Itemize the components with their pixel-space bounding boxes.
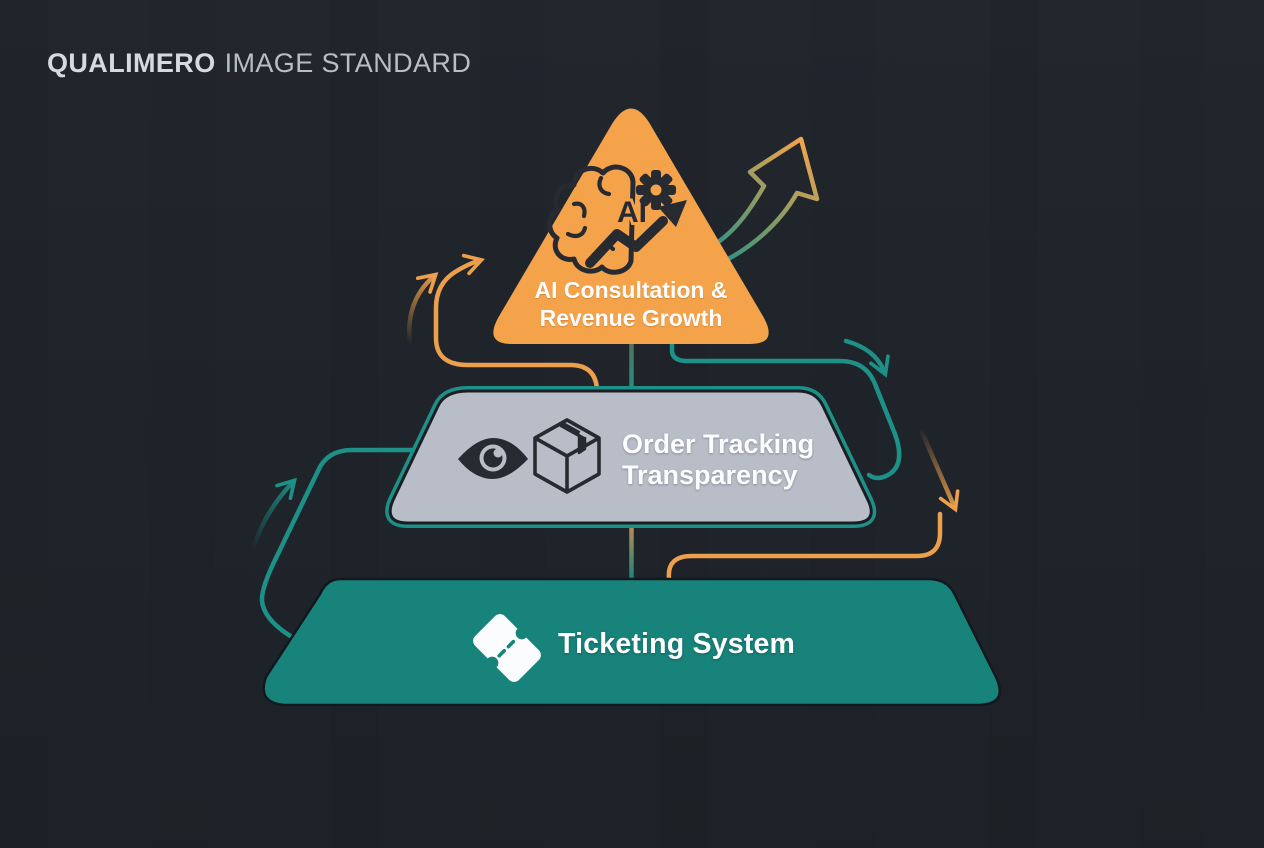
ticket-icon bbox=[473, 614, 541, 682]
bottom-tier-label-text: Ticketing System bbox=[558, 628, 796, 660]
right-orange-arrow bbox=[918, 427, 960, 513]
bottom-tier-label: Ticketing System bbox=[558, 628, 978, 660]
top-tier-label-line1: AI Consultation & bbox=[534, 277, 728, 303]
growth-arrow-icon bbox=[585, 200, 687, 268]
package-icon bbox=[533, 418, 601, 494]
brand-tagline: IMAGE STANDARD bbox=[224, 48, 472, 78]
middle-tier-label-line2: Transparency bbox=[622, 460, 798, 490]
middle-tier-label-line1: Order Tracking bbox=[622, 429, 815, 459]
middle-tier-label: Order Tracking Transparency bbox=[622, 429, 942, 491]
top-tier-label: AI Consultation & Revenue Growth bbox=[451, 276, 811, 332]
middle-tier-shape bbox=[388, 389, 873, 525]
top-tier: AI bbox=[493, 108, 769, 344]
ai-icon-text: AI bbox=[617, 196, 647, 229]
left-orange-arrow-small bbox=[407, 272, 439, 347]
brand-name: QUALIMERO bbox=[47, 48, 216, 78]
bottom-orange-hook-line bbox=[666, 511, 943, 581]
bottom-tier-shape bbox=[262, 577, 1001, 707]
bottom-tier bbox=[262, 577, 1001, 707]
left-teal-arrow bbox=[250, 477, 297, 552]
eye-icon bbox=[458, 438, 528, 479]
middle-tier bbox=[385, 386, 877, 528]
top-tier-label-line2: Revenue Growth bbox=[539, 305, 723, 331]
page-title: QUALIMERO IMAGE STANDARD bbox=[47, 48, 471, 79]
left-orange-curve-arrow bbox=[433, 253, 600, 395]
flow-arrows bbox=[250, 136, 960, 640]
gear-icon bbox=[636, 170, 676, 210]
right-teal-wrap-line bbox=[669, 341, 902, 481]
top-right-outline-arrow bbox=[697, 136, 820, 270]
right-teal-arrow bbox=[843, 338, 890, 378]
left-loop-line bbox=[259, 447, 423, 640]
